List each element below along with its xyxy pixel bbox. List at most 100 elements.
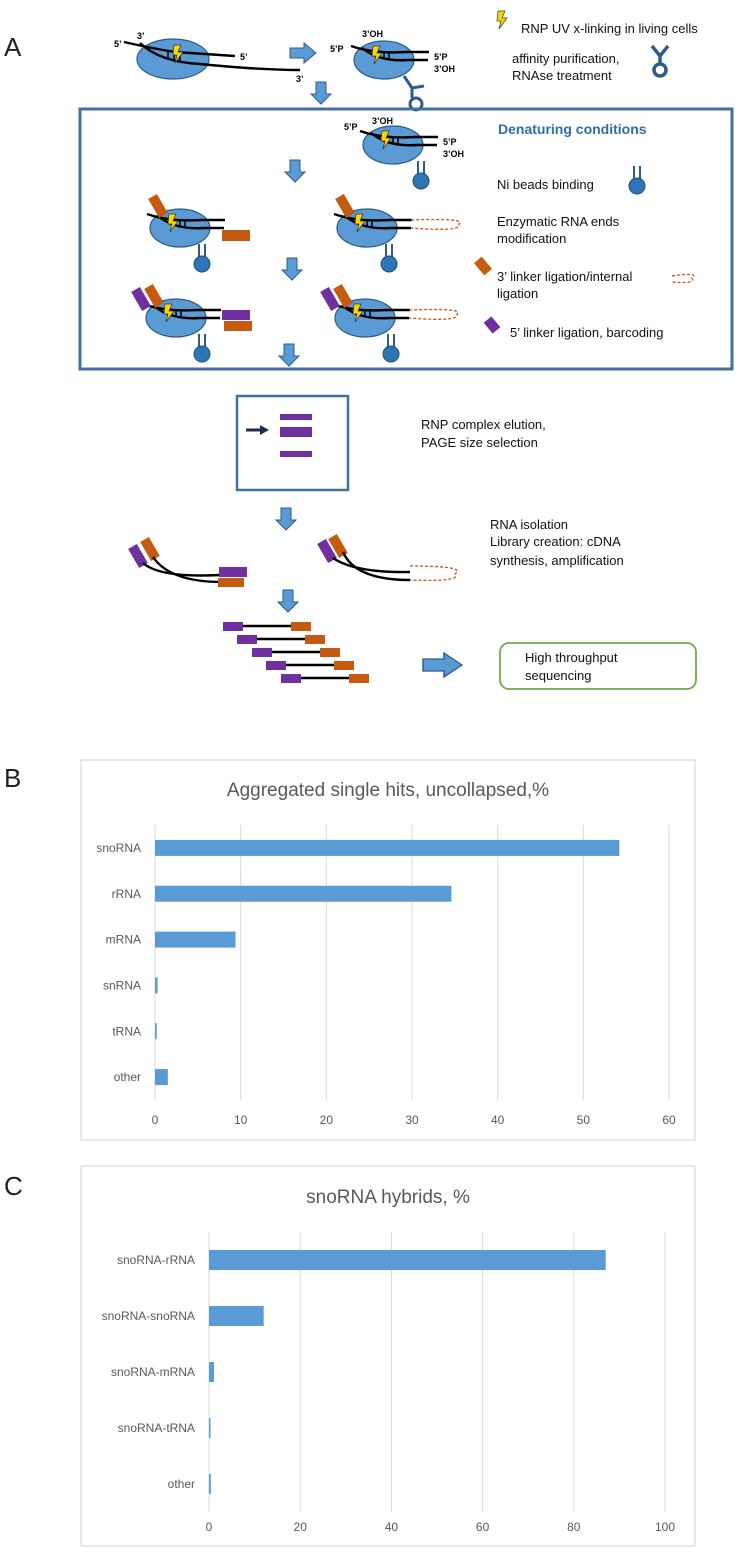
label-5p-right-box: 5’P [443, 137, 457, 147]
linker3-icon [474, 256, 492, 276]
page-gel-box [235, 394, 350, 492]
chart-c-title: snoRNA hybrids, % [306, 1187, 470, 1208]
chart-c-tick-label: 60 [476, 1520, 490, 1534]
label-3oh-right-box: 3’OH [443, 149, 464, 159]
chart-c-category-label: snoRNA-rRNA [117, 1253, 195, 1267]
chart-b-bar [155, 931, 236, 948]
chart-c-bar [209, 1474, 211, 1494]
chart-b-bar [155, 885, 452, 902]
chart-c-tick-label: 100 [655, 1520, 675, 1534]
chart-c-bar [209, 1250, 606, 1270]
panel-b-letter: B [4, 763, 21, 793]
chart-b-bar [155, 839, 620, 856]
chart-b-title: Aggregated single hits, uncollapsed,% [227, 780, 549, 801]
chart-c-category-label: snoRNA-tRNA [118, 1421, 195, 1435]
chart-c-tick-label: 40 [385, 1520, 399, 1534]
label-5prime-left: 5’ [114, 39, 122, 49]
arrow-step-1 [289, 42, 317, 64]
label-5prime-right: 5’ [240, 52, 248, 62]
chart-c-bar [209, 1418, 211, 1438]
chart-c-bar [209, 1362, 215, 1382]
chart-b-tick-label: 60 [662, 1113, 676, 1127]
rnp-trimmed [351, 41, 429, 112]
chart-b-tick-label: 40 [491, 1113, 505, 1127]
legend-isolation-2: Library creation: cDNA [490, 534, 621, 549]
arrow-step-2 [310, 81, 332, 105]
legend-isolation-3: synthesis, amplification [490, 553, 624, 568]
denaturing-box [78, 107, 734, 371]
chart-b-tick-label: 30 [405, 1113, 419, 1127]
sequencing-box [499, 642, 697, 690]
chart-b-plot: 0 10 20 30 40 50 60 snoRNA rRNA mRNA snRNA tRNA othe… [96, 825, 676, 1127]
rnp-linker5-left [131, 283, 252, 363]
chart-b-bar [155, 977, 158, 994]
chart-c-bar [209, 1306, 264, 1326]
label-5p-box: 5’P [344, 122, 358, 132]
rnp-linker3-left [147, 193, 250, 273]
chart-c-category-label: other [168, 1477, 195, 1491]
panel-a-letter: A [4, 32, 22, 62]
panel-c-letter: C [4, 1171, 23, 1201]
legend-affinity-1: affinity purification, [512, 51, 619, 66]
gel-arrow-icon [246, 425, 269, 435]
arrow-to-sequencing [422, 652, 463, 678]
chart-c-tick-label: 80 [567, 1520, 581, 1534]
library-reads [223, 622, 369, 683]
legend-linker3-1: 3’ linker ligation/internal [497, 269, 632, 284]
arrow-step-5 [277, 589, 299, 613]
label-3oh-right-step2: 3’OH [434, 64, 455, 74]
chart-c-category-label: snoRNA-mRNA [111, 1365, 195, 1379]
ni-bead-icon [628, 165, 646, 195]
sequencing-label-2: sequencing [525, 668, 592, 683]
isolated-rna-right [317, 533, 458, 582]
chart-b-category-label: other [114, 1070, 141, 1084]
chart-c-plot: 0 20 40 60 80 100 snoRNA-rRNA snoRNA-snoRNA snoR… [102, 1232, 675, 1534]
label-5p-step2: 5’P [330, 44, 344, 54]
legend-enzymatic-2: modification [497, 231, 566, 246]
chart-c-tick-label: 0 [206, 1520, 213, 1534]
chart-b-category-label: rRNA [112, 887, 141, 901]
arrow-box-3 [278, 343, 300, 367]
chart-b-category-label: snoRNA [96, 841, 141, 855]
label-5p-right-step2: 5’P [434, 52, 448, 62]
chart-b-bar [155, 1069, 168, 1086]
legend-linker5: 5’ linker ligation, barcoding [510, 325, 663, 340]
linker5-icon [483, 316, 501, 334]
arrow-box-2 [281, 257, 303, 281]
chart-b-frame [80, 759, 696, 1141]
rnp-internal-right [334, 193, 461, 273]
legend-ni-beads: Ni beads binding [497, 177, 594, 192]
legend-linker3-2: ligation [497, 286, 538, 301]
chart-b-bar [155, 1023, 157, 1040]
rnp-initial: 5’ 3’ 5’ 3’ [114, 31, 304, 84]
gel-bands [280, 414, 312, 457]
isolated-rna-left [128, 536, 247, 587]
rnp-denaturing [360, 126, 438, 190]
label-3prime-top: 3’ [137, 31, 145, 41]
internal-ligation-icon [671, 273, 695, 284]
legend-affinity-2: RNAse treatment [512, 68, 612, 83]
legend-elution-2: PAGE size selection [421, 435, 538, 450]
legend-elution-1: RNP complex elution, [421, 417, 546, 432]
chart-b-tick-label: 10 [234, 1113, 248, 1127]
label-3oh-step2: 3’OH [362, 29, 383, 39]
chart-c-category-label: snoRNA-snoRNA [102, 1309, 195, 1323]
uv-lightning-icon [496, 10, 508, 30]
rnp-linker5-right [320, 283, 459, 363]
arrow-box-1 [284, 159, 306, 183]
arrow-step-4 [275, 507, 297, 531]
antibody-icon [650, 44, 670, 78]
chart-b-category-label: mRNA [106, 933, 141, 947]
chart-c-frame [80, 1165, 696, 1547]
chart-b-category-label: tRNA [112, 1024, 141, 1038]
chart-b-tick-label: 0 [152, 1113, 159, 1127]
denaturing-title: Denaturing conditions [498, 121, 647, 137]
chart-c-tick-label: 20 [294, 1520, 308, 1534]
chart-b-tick-label: 50 [577, 1113, 591, 1127]
legend-isolation-1: RNA isolation [490, 517, 568, 532]
legend-enzymatic-1: Enzymatic RNA ends [497, 214, 620, 229]
chart-b-category-label: snRNA [103, 978, 141, 992]
chart-b-tick-label: 20 [320, 1113, 334, 1127]
legend-uv: RNP UV x-linking in living cells [521, 21, 698, 36]
